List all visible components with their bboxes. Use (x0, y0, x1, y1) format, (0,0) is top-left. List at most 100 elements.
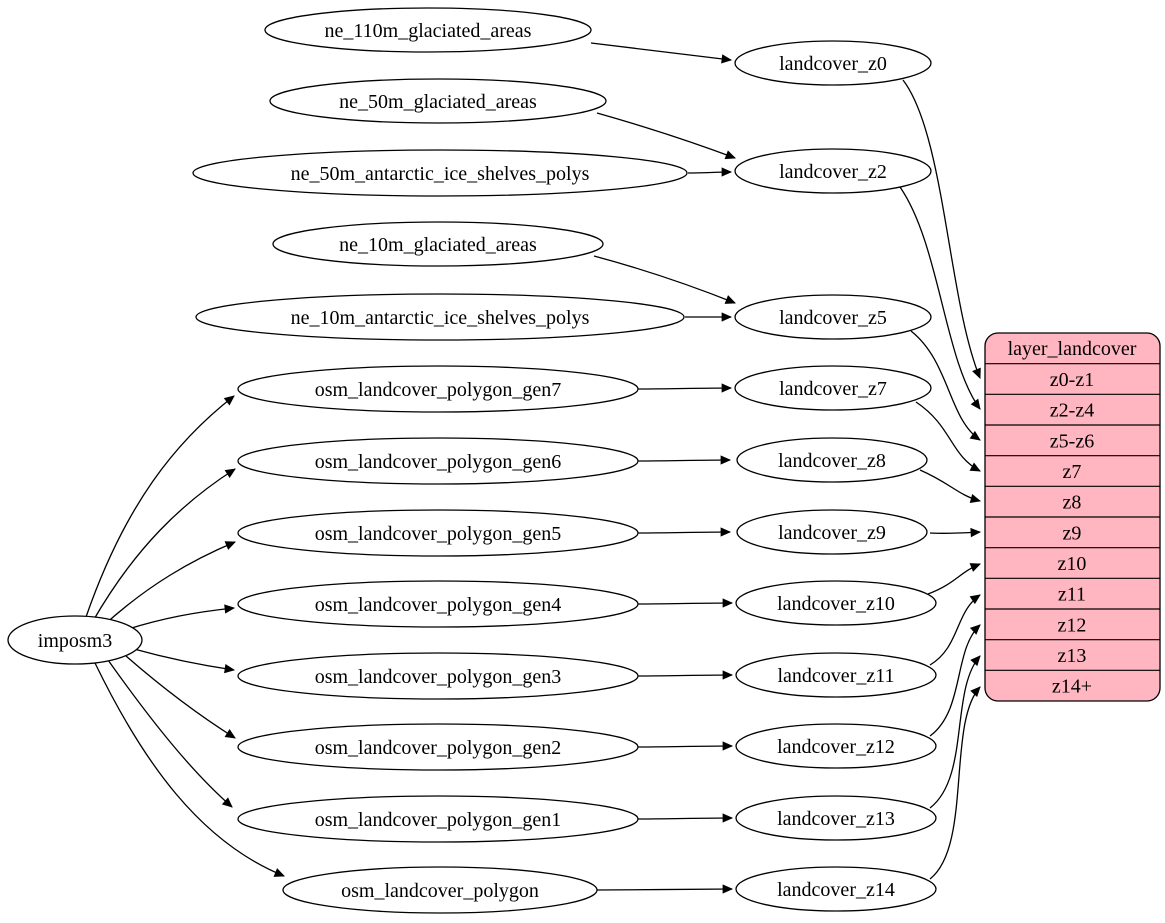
table-row-z5-z6: z5-z6 (1050, 430, 1094, 452)
node-osm_landcover_polygon_gen4: osm_landcover_polygon_gen4 (237, 580, 639, 628)
ne_50m_glaciated_areas-ellipse (269, 78, 607, 124)
node-ne_50m_glaciated_areas: ne_50m_glaciated_areas (269, 78, 607, 124)
edge-imposm3-osm_landcover_polygon (94, 662, 285, 877)
edge-imposm3-osm_landcover_polygon_gen6 (92, 468, 236, 622)
table-row-z14plus: z14+ (1052, 676, 1092, 698)
ne_10m_antarctic_ice_shelves_polys-label: ne_10m_antarctic_ice_shelves_polys (291, 307, 590, 329)
edge-imposm3-osm_landcover_polygon_gen2 (125, 655, 236, 739)
ne_50m_glaciated_areas-label: ne_50m_glaciated_areas (339, 91, 537, 113)
landcover_z7-label: landcover_z7 (779, 378, 887, 400)
table-row-z10: z10 (1058, 553, 1087, 575)
node-osm_landcover_polygon_gen3: osm_landcover_polygon_gen3 (237, 652, 639, 700)
landcover_z12-ellipse (735, 723, 937, 769)
ne_110m_glaciated_areas-label: ne_110m_glaciated_areas (325, 20, 532, 42)
ne_10m_antarctic_ice_shelves_polys-ellipse (195, 293, 685, 341)
node-landcover_z14: landcover_z14 (735, 866, 937, 912)
landcover_z13-label: landcover_z13 (777, 808, 895, 830)
node-imposm3: imposm3 (7, 615, 143, 665)
table-title: layer_landcover (1008, 338, 1137, 360)
edge-landcover_z11-row-z11 (929, 594, 981, 666)
node-landcover_z12: landcover_z12 (735, 723, 937, 769)
imposm3-label: imposm3 (38, 630, 112, 652)
edge-landcover_z7-row-z7 (915, 401, 981, 472)
node-landcover_z8: landcover_z8 (736, 437, 928, 483)
ne_110m_glaciated_areas-ellipse (264, 7, 592, 53)
osm_landcover_polygon_gen4-ellipse (237, 580, 639, 628)
table-row-z0-z1: z0-z1 (1050, 369, 1094, 391)
osm_landcover_polygon_gen7-ellipse (237, 365, 639, 413)
osm_landcover_polygon_gen3-ellipse (237, 652, 639, 700)
landcover_z8-label: landcover_z8 (778, 450, 886, 472)
ne_50m_antarctic_ice_shelves_polys-label: ne_50m_antarctic_ice_shelves_polys (291, 163, 590, 185)
edge-imposm3-osm_landcover_polygon_gen5 (102, 541, 236, 627)
node-landcover_z13: landcover_z13 (735, 795, 937, 841)
table-row-z2-z4: z2-z4 (1050, 400, 1094, 422)
landcover_z0-ellipse (734, 40, 932, 86)
edge-ne_50m_glaciated_areas-landcover_z2 (596, 112, 736, 160)
edge-osm_landcover_polygon_gen4-landcover_z10 (637, 598, 734, 608)
edge-osm_landcover_polygon-landcover_z14 (596, 884, 734, 894)
osm_landcover_polygon-ellipse (282, 866, 598, 914)
edge-landcover_z14-row-z14 (929, 686, 981, 880)
osm_landcover_polygon_gen1-ellipse (237, 795, 639, 843)
edge-osm_landcover_polygon_gen3-landcover_z11 (637, 670, 734, 680)
osm_landcover_polygon_gen5-ellipse (237, 509, 639, 557)
edge-imposm3-osm_landcover_polygon_gen1 (107, 659, 233, 808)
node-landcover_z5: landcover_z5 (734, 294, 932, 340)
edge-imposm3-osm_landcover_polygon_gen3 (133, 648, 236, 674)
osm_landcover_polygon-label: osm_landcover_polygon (341, 880, 539, 902)
table-row-z8: z8 (1063, 492, 1082, 514)
osm_landcover_polygon_gen1-label: osm_landcover_polygon_gen1 (315, 809, 562, 831)
node-ne_110m_glaciated_areas: ne_110m_glaciated_areas (264, 7, 592, 53)
landcover_z10-label: landcover_z10 (777, 593, 895, 615)
node-osm_landcover_polygon_gen1: osm_landcover_polygon_gen1 (237, 795, 639, 843)
nodes: imposm3 ne_110m_glaciated_areas ne_50m_g… (7, 7, 937, 914)
landcover_z2-label: landcover_z2 (779, 161, 887, 183)
edge-landcover_z5-row-z5-z6 (910, 330, 981, 441)
node-landcover_z9: landcover_z9 (736, 509, 928, 555)
landcover_z13-ellipse (735, 795, 937, 841)
edge-osm_landcover_polygon_gen6-landcover_z8 (637, 455, 732, 465)
osm_landcover_polygon_gen2-ellipse (237, 723, 639, 771)
landcover_z14-ellipse (735, 866, 937, 912)
ne_10m_glaciated_areas-label: ne_10m_glaciated_areas (339, 234, 537, 256)
landcover_z14-label: landcover_z14 (777, 879, 895, 901)
edge-imposm3-osm_landcover_polygon_gen4 (121, 604, 236, 632)
edge-landcover_z12-row-z12 (929, 624, 981, 737)
ne_10m_glaciated_areas-ellipse (272, 221, 604, 267)
edge-landcover_z0-row-z0-z1 (902, 79, 981, 379)
node-ne_10m_glaciated_areas: ne_10m_glaciated_areas (272, 221, 604, 267)
landcover_z11-ellipse (735, 652, 937, 698)
landcover_z10-ellipse (735, 580, 937, 626)
edge-landcover_z9-row-z9 (929, 527, 982, 538)
table-row-z13: z13 (1058, 645, 1087, 667)
landcover_z2-ellipse (734, 148, 932, 194)
landcover_z9-label: landcover_z9 (778, 522, 886, 544)
landcover_z9-ellipse (736, 509, 928, 555)
edge-ne_10m_glaciated_areas-landcover_z5 (593, 255, 736, 304)
landcover_z5-label: landcover_z5 (779, 307, 887, 329)
edge-osm_landcover_polygon_gen5-landcover_z9 (637, 527, 732, 537)
edge-osm_landcover_polygon_gen7-landcover_z7 (637, 383, 733, 393)
edge-landcover_z13-row-z13 (929, 655, 981, 809)
landcover_z7-ellipse (734, 365, 932, 411)
edge-landcover_z2-row-z2-z4 (899, 186, 981, 410)
node-landcover_z10: landcover_z10 (735, 580, 937, 626)
edge-landcover_z8-row-z8 (919, 469, 982, 504)
table-row-z7: z7 (1063, 461, 1082, 483)
edge-osm_landcover_polygon_gen2-landcover_z12 (637, 741, 734, 751)
node-osm_landcover_polygon_gen2: osm_landcover_polygon_gen2 (237, 723, 639, 771)
node-osm_landcover_polygon_gen7: osm_landcover_polygon_gen7 (237, 365, 639, 413)
edges (85, 42, 982, 894)
imposm3-ellipse (7, 615, 143, 665)
osm_landcover_polygon_gen2-label: osm_landcover_polygon_gen2 (315, 737, 562, 759)
table-row-z12: z12 (1058, 614, 1087, 636)
edge-landcover_z10-row-z10 (927, 563, 981, 595)
osm_landcover_polygon_gen6-ellipse (237, 437, 639, 485)
landcover_z12-label: landcover_z12 (777, 736, 895, 758)
edge-ne_50m_antarctic_ice_shelves_polys-landcover_z2 (687, 167, 733, 177)
edge-ne_110m_glaciated_areas-landcover_z0 (590, 42, 733, 64)
osm_landcover_polygon_gen3-label: osm_landcover_polygon_gen3 (315, 666, 562, 688)
edge-osm_landcover_polygon_gen1-landcover_z13 (637, 813, 734, 823)
